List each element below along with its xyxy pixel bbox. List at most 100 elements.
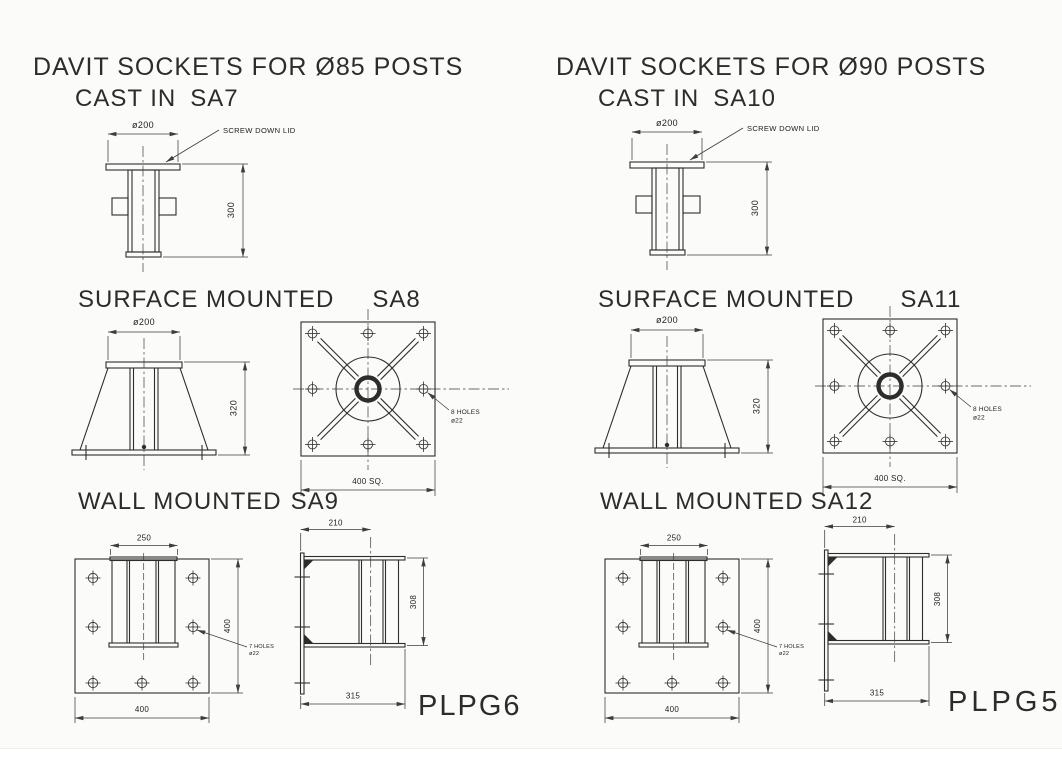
post-tube-ring	[876, 372, 904, 400]
holes-note-line1: 8 HOLES	[451, 409, 480, 416]
channel-dimension: 250	[640, 534, 708, 555]
cast-in-drawing-sa10: ø200 SCREW DOWN LID 300	[629, 118, 820, 270]
plate-width-dimension: 400	[74, 697, 210, 723]
model-code: SA7	[190, 85, 239, 112]
dia-dim-label: ø200	[132, 120, 154, 130]
top-dim-label: 210	[853, 516, 867, 525]
bracket-outline	[818, 549, 930, 692]
top-dimension: 210	[300, 519, 371, 551]
plate-dimension: 400 SQ.	[300, 460, 436, 496]
section-label: CAST IN	[75, 85, 177, 112]
drain-hole-dot	[141, 444, 147, 450]
plate-and-channel-outline	[74, 556, 210, 694]
dia-dimension: ø200	[107, 317, 181, 360]
section-label: WALL MOUNTED	[78, 488, 282, 515]
lid-leader: SCREW DOWN LID	[689, 124, 820, 161]
plate-height-label: 400	[753, 619, 762, 633]
holes-note-line1: 7 HOLES	[779, 644, 804, 650]
plate-and-channel-outline	[604, 556, 740, 694]
holes-note-line2: ø22	[249, 651, 259, 657]
base-plate-outline	[300, 321, 436, 457]
holes-leader: 8 HOLES ø22	[427, 392, 480, 425]
cast-in-drawing-sa7: ø200 SCREW DOWN LID 300	[105, 120, 296, 272]
wall-front-sa12: 250 7 HOLES ø22	[604, 534, 804, 723]
dia-dimension: ø200	[630, 315, 704, 358]
channel-dimension: 250	[110, 534, 178, 555]
base-plate-outline	[822, 318, 958, 454]
bracket-outline	[294, 552, 406, 695]
dia-dim-label: ø200	[656, 118, 678, 128]
model-code: SA8	[372, 286, 421, 313]
height-dim-label: 300	[750, 200, 760, 216]
column-heading-90: DAVIT SOCKETS FOR Ø90 POSTS	[556, 53, 987, 81]
plate-dimension: 400 SQ.	[822, 457, 958, 493]
surface-elevation-sa8: ø200 320	[71, 317, 250, 470]
plate-width-label: 400	[665, 705, 679, 714]
plate-width-dimension: 400	[604, 697, 740, 723]
top-dim-label: 210	[329, 519, 343, 528]
model-code: SA11	[900, 286, 962, 313]
holes-note-line2: ø22	[451, 418, 463, 425]
page-code-right: PLPG5	[948, 686, 1062, 718]
plate-width-label: 400	[135, 705, 149, 714]
bolt-holes	[615, 570, 731, 691]
height-dim-label: 300	[226, 202, 236, 218]
depth-dim-label: 315	[870, 689, 884, 698]
wall-side-sa12: 210 308 315	[818, 516, 952, 706]
model-code: SA12	[810, 488, 874, 515]
height-dimension: 320	[707, 359, 773, 454]
dia-dim-label: ø200	[656, 315, 678, 325]
section-title-cast-in-sa7: CAST IN SA7	[75, 85, 239, 113]
bolt-holes	[827, 323, 953, 449]
holes-note-line1: 8 HOLES	[973, 406, 1002, 413]
section-title-surface-sa8: SURFACE MOUNTED SA8	[78, 286, 421, 314]
plate-dim-label: 400 SQ.	[874, 474, 905, 483]
lid-note-label: SCREW DOWN LID	[223, 126, 296, 135]
socket-outline	[629, 161, 705, 256]
lid-note-label: SCREW DOWN LID	[747, 124, 820, 133]
surface-plan-sa8: 8 HOLES ø22 400 SQ.	[293, 309, 509, 496]
page-code-left: PLPG6	[418, 690, 522, 722]
section-label: WALL MOUNTED	[600, 488, 804, 515]
depth-dimension: 315	[824, 646, 930, 706]
height-dimension: 308	[407, 557, 428, 646]
plate-height-dimension: 400	[211, 558, 243, 694]
channel-dim-label: 250	[667, 534, 681, 543]
height-dim-label: 320	[229, 400, 239, 416]
column-heading-85: DAVIT SOCKETS FOR Ø85 POSTS	[33, 53, 464, 81]
section-label: SURFACE MOUNTED	[598, 286, 855, 313]
height-dimension: 308	[931, 554, 952, 643]
wall-front-sa9: 250 7 HOLES ø22	[74, 534, 274, 723]
scan-edge	[0, 748, 1062, 777]
height-dim-label: 308	[409, 595, 418, 609]
bolt-holes	[305, 326, 431, 452]
holes-note-line2: ø22	[779, 651, 789, 657]
plate-height-dimension: 400	[741, 558, 773, 694]
dia-dim-label: ø200	[133, 317, 155, 327]
height-dimension: 320	[184, 361, 250, 456]
plate-dim-label: 400 SQ.	[352, 477, 383, 486]
section-title-surface-sa11: SURFACE MOUNTED SA11	[598, 286, 961, 314]
holes-note-line1: 7 HOLES	[249, 644, 274, 650]
post-tube-ring	[354, 375, 382, 403]
top-dimension: 210	[824, 516, 895, 548]
model-code: SA10	[713, 85, 776, 112]
drain-hole-dot	[664, 442, 670, 448]
height-dim-label: 320	[752, 398, 762, 414]
wall-side-sa9: 210 308 315	[294, 519, 428, 709]
section-label: SURFACE MOUNTED	[78, 286, 335, 313]
height-dimension: 300	[687, 161, 772, 256]
dia-dimension: ø200	[631, 118, 703, 160]
bolt-holes	[85, 570, 201, 691]
height-dim-label: 308	[933, 592, 942, 606]
surface-elevation-sa11: ø200 320	[594, 315, 773, 468]
height-dimension: 300	[163, 163, 248, 258]
lid-leader: SCREW DOWN LID	[165, 126, 296, 163]
depth-dimension: 315	[300, 649, 406, 709]
channel-dim-label: 250	[137, 534, 151, 543]
holes-leader: 8 HOLES ø22	[949, 389, 1002, 422]
holes-note-line2: ø22	[973, 415, 985, 422]
